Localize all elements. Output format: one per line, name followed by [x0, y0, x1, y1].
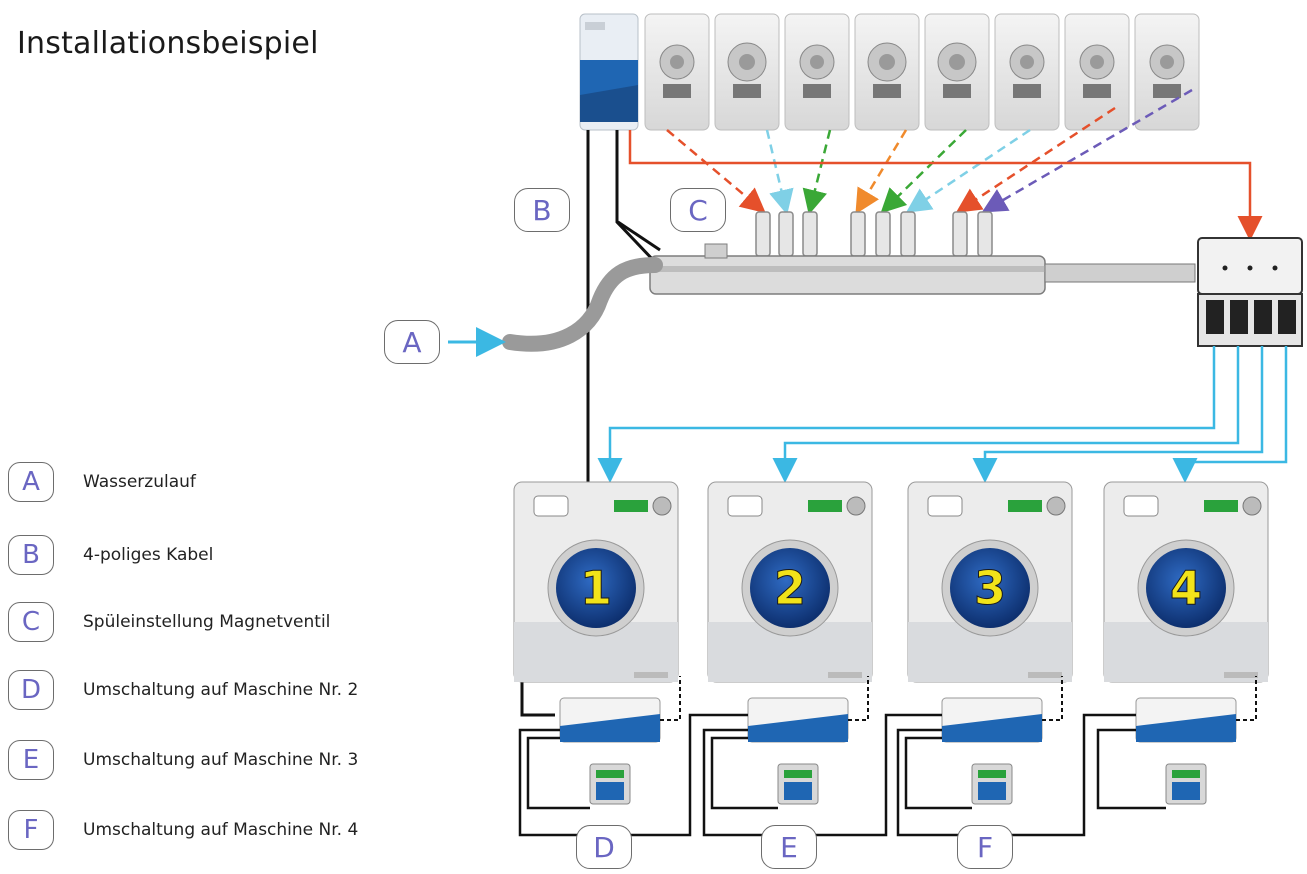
machine-number-2: 2: [774, 561, 806, 615]
legend-text: Wasserzulauf: [83, 472, 196, 492]
dosing-lines: [666, 88, 1193, 215]
legend-key: C: [8, 602, 54, 642]
legend-key: A: [8, 462, 54, 502]
machine-number-1: 1: [580, 561, 612, 615]
legend-key: E: [8, 740, 54, 780]
legend-text: Umschaltung auf Maschine Nr. 4: [83, 820, 359, 840]
legend-text: Spüleinstellung Magnetventil: [83, 612, 331, 632]
machine-2: [707, 481, 873, 683]
callout-d: D: [576, 825, 632, 869]
callout-c: C: [670, 188, 726, 232]
callout-a: A: [384, 320, 440, 364]
machine-3: [907, 481, 1073, 683]
machine-1: [513, 481, 679, 683]
signal-dashes: [660, 676, 1257, 721]
distributor-box: [1197, 237, 1303, 347]
signal-cable: [628, 130, 1263, 241]
legend-text: 4-poliges Kabel: [83, 545, 214, 565]
callout-f: F: [957, 825, 1013, 869]
distribution-lines: [597, 346, 1288, 483]
legend-key: F: [8, 810, 54, 850]
machine-number-4: 4: [1170, 561, 1202, 615]
legend-text: Umschaltung auf Maschine Nr. 3: [83, 750, 359, 770]
valve-group: [755, 211, 993, 257]
manifold: [649, 243, 1196, 295]
pump-row: [644, 13, 1200, 131]
legend-key: B: [8, 535, 54, 575]
interface-modules: [559, 697, 1237, 805]
callout-e: E: [761, 825, 817, 869]
callout-b: B: [514, 188, 570, 232]
water-hose: [502, 257, 663, 352]
page-title: Installationsbeispiel: [17, 26, 319, 61]
legend-key: D: [8, 670, 54, 710]
machine-number-3: 3: [974, 561, 1006, 615]
machine-4: [1103, 481, 1269, 683]
legend-text: Umschaltung auf Maschine Nr. 2: [83, 680, 359, 700]
controller-unit: [579, 13, 639, 131]
